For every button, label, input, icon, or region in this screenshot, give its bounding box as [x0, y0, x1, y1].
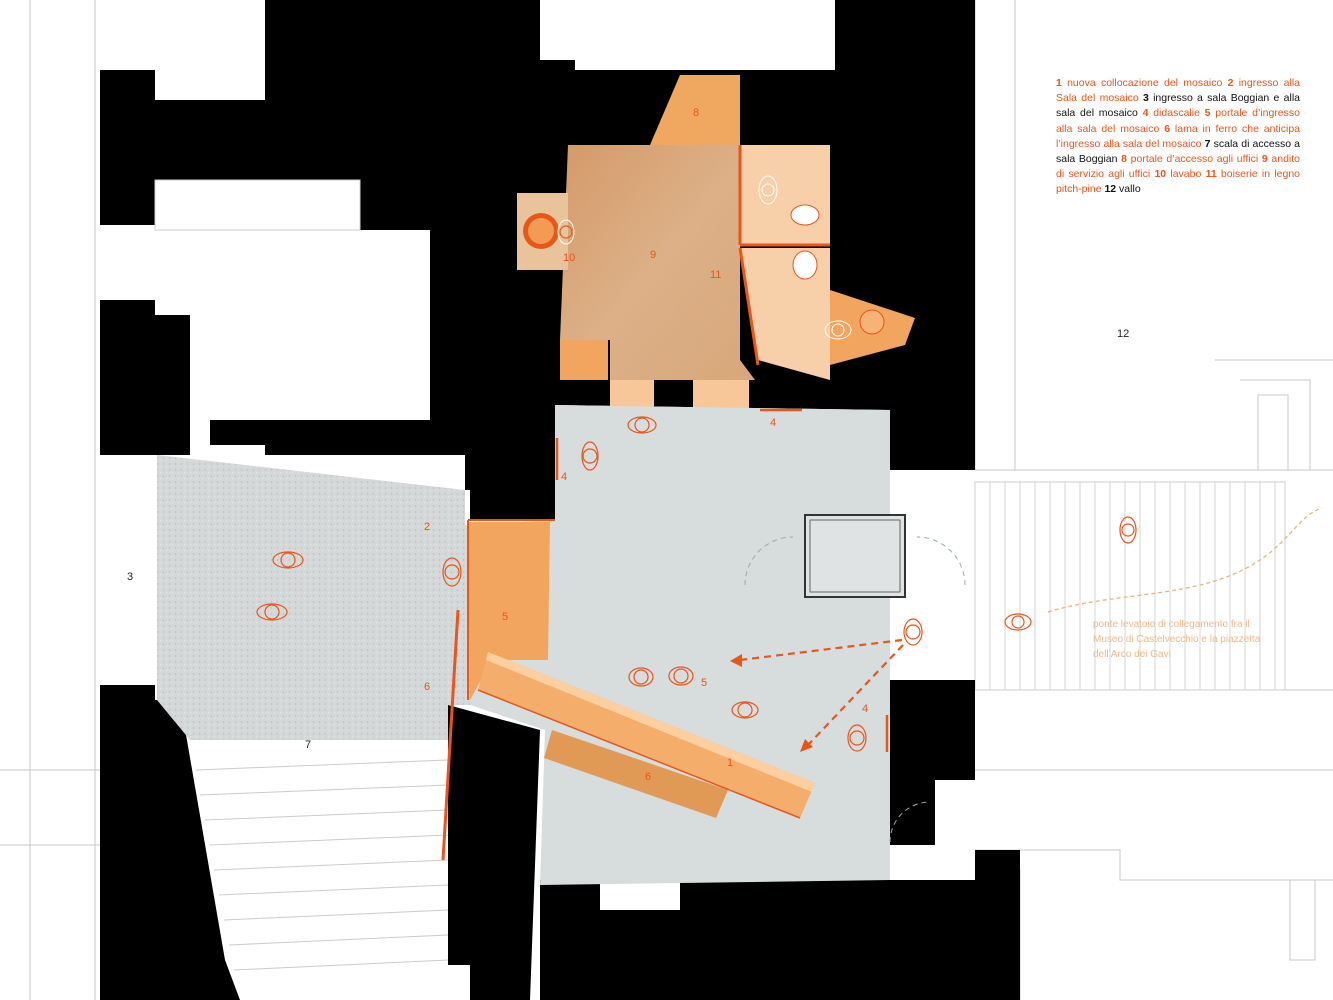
- legend-number: 4: [1142, 107, 1149, 120]
- legend-item-2: 2 ingresso alla Sala del mosaico: [1056, 77, 1300, 104]
- legend-text: didascalie: [1148, 107, 1200, 120]
- legend-text: lama in ferro che anticipa l’ingresso al…: [1056, 122, 1300, 150]
- label-5b: 5: [701, 677, 707, 689]
- label-4a: 4: [770, 417, 776, 429]
- label-6b: 6: [645, 771, 651, 783]
- terrazzo-room: [157, 455, 470, 740]
- caption-markers: [555, 408, 889, 752]
- legend-item-11: 11 boiserie in legno pitch-pine: [1056, 168, 1300, 195]
- plan-number-labels: 1 2 3 4 4 4 5 5 6 6 7 8 9 10 11 12: [127, 107, 1129, 783]
- arrow-head-2: [800, 739, 813, 752]
- legend-number: 9: [1261, 153, 1268, 166]
- view-arrows: [739, 638, 904, 746]
- legend-text: portale d’accesso agli uffici: [1126, 153, 1259, 166]
- legend-number: 6: [1164, 122, 1171, 135]
- mosaic-slab: [477, 652, 815, 819]
- label-2: 2: [424, 521, 430, 533]
- legend-number: 10: [1154, 168, 1167, 181]
- label-8: 8: [693, 107, 699, 119]
- legend-item-9: 9 andito di servizio agli uffici: [1056, 153, 1300, 180]
- legend-text: ingresso a sala Boggian e alla sala del …: [1056, 92, 1300, 120]
- people: [256, 175, 1137, 752]
- legend-text: lavabo: [1166, 168, 1202, 181]
- legend-item-4: 4 didascalie: [1143, 107, 1200, 119]
- legend-text: nuova collocazione del mosaico: [1061, 77, 1223, 89]
- label-4b: 4: [561, 471, 567, 483]
- label-12: 12: [1117, 328, 1129, 340]
- legend-number: 7: [1204, 137, 1211, 150]
- staircase: [190, 740, 449, 1000]
- legend-text: ingresso alla Sala del mosaico: [1056, 77, 1300, 105]
- iron-blade-left: [441, 609, 460, 861]
- white-rooms: [154, 179, 361, 231]
- label-6a: 6: [424, 681, 430, 693]
- legend-item-7: 7 scala di accesso a sala Boggian: [1056, 138, 1300, 165]
- label-3: 3: [127, 571, 133, 583]
- bridge-stripes: [974, 481, 1286, 691]
- legend-item-1: 1 nuova collocazione del mosaico: [1056, 77, 1222, 89]
- label-11: 11: [710, 269, 721, 281]
- legend-number: 1: [1056, 77, 1062, 89]
- legend: 1 nuova collocazione del mosaico 2 ingre…: [1056, 76, 1300, 198]
- arrow-head-1: [730, 654, 742, 667]
- label-5a: 5: [502, 611, 508, 623]
- legend-text: boiserie in legno pitch-pine: [1056, 168, 1301, 196]
- legend-item-10: 10 lavabo: [1154, 168, 1201, 180]
- legend-text: scala di accesso a sala Boggian: [1056, 137, 1300, 166]
- legend-item-12: 12 vallo: [1104, 183, 1140, 195]
- label-7: 7: [305, 739, 311, 751]
- legend-text: portale d’ingresso alla sala del mosaico: [1056, 107, 1300, 135]
- label-4c: 4: [862, 703, 868, 715]
- legend-text: vallo: [1116, 183, 1141, 196]
- legend-number: 11: [1205, 168, 1217, 181]
- legend-text: andito di servizio agli uffici: [1056, 153, 1300, 181]
- legend-item-6: 6 lama in ferro che anticipa l’ingresso …: [1056, 123, 1300, 150]
- legend-item-8: 8 portale d’accesso agli uffici: [1121, 153, 1258, 165]
- bridge-note: ponte levatoio di collegamento fra il Mu…: [1093, 619, 1261, 660]
- legend-item-5: 5 portale d’ingresso alla sala del mosai…: [1056, 107, 1300, 134]
- bridge-path: [1047, 507, 1323, 613]
- legend-item-3: 3 ingresso a sala Boggian e alla sala de…: [1056, 92, 1300, 119]
- legend-number: 2: [1227, 77, 1234, 89]
- legend-number: 3: [1142, 92, 1149, 105]
- label-9: 9: [650, 249, 656, 261]
- legend-number: 8: [1121, 153, 1127, 166]
- label-10: 10: [563, 252, 575, 264]
- office-area: [517, 75, 915, 408]
- legend-number: 12: [1104, 183, 1117, 196]
- legend-number: 5: [1204, 107, 1211, 120]
- label-1: 1: [727, 757, 733, 769]
